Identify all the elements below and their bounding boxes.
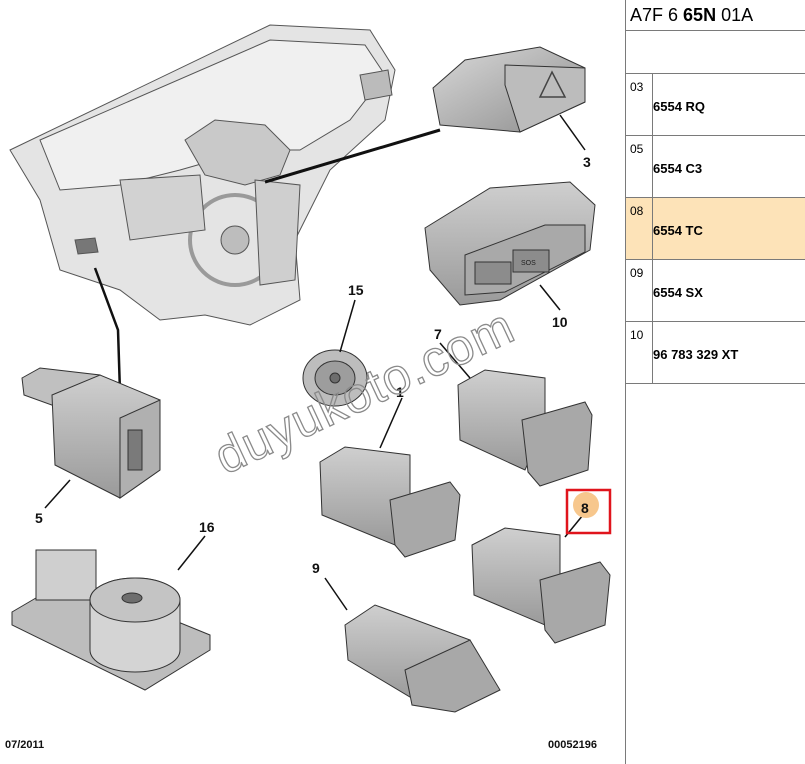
- leader-line-7: [439, 342, 471, 379]
- leader-line-15: [339, 299, 356, 353]
- part-row-08-selected[interactable]: 08 6554 TC: [626, 198, 805, 260]
- callout-7: 7: [434, 326, 442, 342]
- part-row-05[interactable]: 05 6554 C3: [626, 136, 805, 198]
- leader-line-5: [44, 479, 71, 509]
- callout-15: 15: [348, 282, 364, 298]
- leader-line-3: [559, 114, 586, 151]
- part-reference: 6554 SX: [653, 285, 703, 300]
- callout-5: 5: [35, 510, 43, 526]
- sos-button-label: SOS: [521, 260, 536, 267]
- callout-9: 9: [312, 560, 320, 576]
- catalog-code: A7F 6 65N 01A: [626, 0, 805, 31]
- part-9-switch: [344, 604, 501, 713]
- panel-blank-row: [626, 31, 805, 74]
- leader-line-3-dashboard: [264, 128, 441, 184]
- leader-line-10: [539, 284, 561, 311]
- leader-line-1: [379, 397, 403, 449]
- footer-drawing-number: 00052196: [548, 739, 597, 751]
- part-1-switch: [319, 446, 461, 558]
- part-number: 08: [630, 204, 644, 218]
- part-reference: 6554 TC: [653, 223, 703, 238]
- part-row-10[interactable]: 10 96 783 329 XT: [626, 322, 805, 384]
- part-10-switch-panel: SOS: [424, 181, 596, 306]
- callout-8-marker: [573, 492, 599, 518]
- callout-8: 8: [581, 500, 589, 516]
- part-3-hazard-switch: [432, 46, 586, 133]
- part-row-09[interactable]: 09 6554 SX: [626, 260, 805, 322]
- part-16-buzzer: [11, 549, 211, 691]
- catalog-code-suffix: 01A: [721, 5, 754, 25]
- part-reference: 96 783 329 XT: [653, 347, 739, 362]
- parts-list-panel: A7F 6 65N 01A 03 6554 RQ 05 6554 C3 08 6…: [625, 0, 805, 764]
- part-15-round-connector: [302, 349, 368, 407]
- callout-10: 10: [552, 314, 568, 330]
- catalog-code-bold: 65N: [683, 5, 717, 25]
- part-number: 10: [630, 328, 644, 342]
- leader-line-5-dashboard: [93, 267, 122, 393]
- part-reference: 6554 RQ: [653, 99, 706, 114]
- leader-line-9: [324, 577, 348, 611]
- catalog-code-prefix: A7F 6: [630, 5, 679, 25]
- part-number: 03: [630, 80, 644, 94]
- callout-3: 3: [583, 154, 591, 170]
- highlight-box-8: [565, 488, 612, 535]
- part-8-switch: [471, 527, 611, 644]
- callout-16: 16: [199, 519, 215, 535]
- parts-diagram: 3 SOS 10 15 7 1 8 9: [5, 24, 612, 751]
- part-number: 05: [630, 142, 644, 156]
- callout-1: 1: [396, 384, 404, 400]
- part-row-03[interactable]: 03 6554 RQ: [626, 74, 805, 136]
- part-7-switch: [457, 369, 593, 487]
- part-5-dimmer-switch: [21, 367, 161, 499]
- dashboard-illustration: [9, 24, 396, 326]
- part-reference: 6554 C3: [653, 161, 703, 176]
- footer-date: 07/2011: [5, 739, 44, 751]
- part-number: 09: [630, 266, 644, 280]
- leader-line-16: [177, 535, 206, 571]
